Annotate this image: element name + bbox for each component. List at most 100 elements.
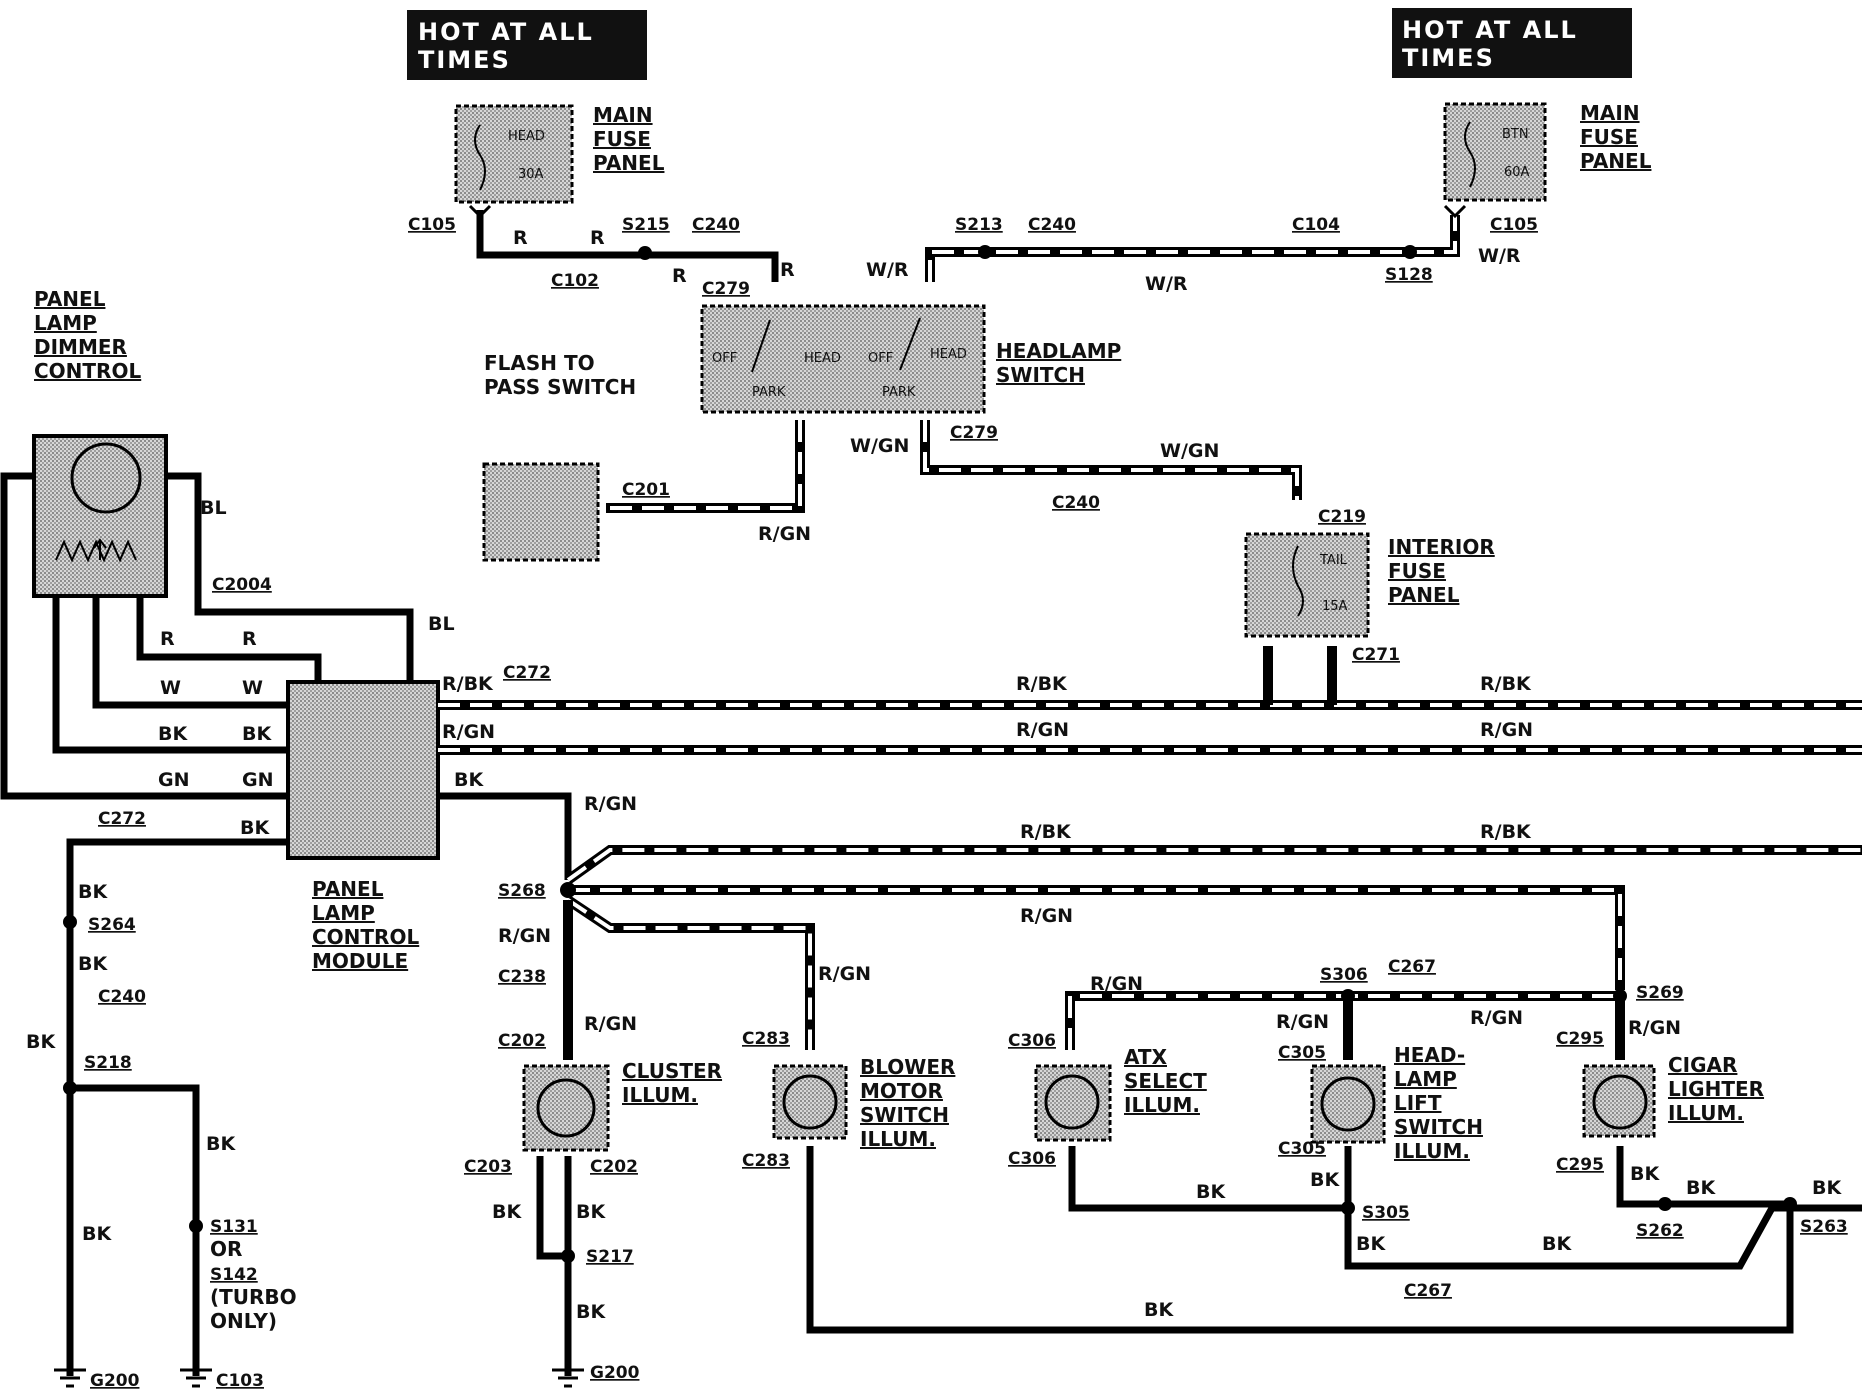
svg-text:R: R [590,227,605,249]
svg-text:BK: BK [1310,1169,1340,1191]
svg-text:BK: BK [576,1301,606,1323]
svg-text:ILLUM.: ILLUM. [860,1127,936,1151]
svg-text:BK: BK [1196,1181,1226,1203]
svg-text:C272: C272 [98,809,146,829]
svg-text:BK: BK [240,817,270,839]
svg-text:OFF: OFF [712,351,737,366]
svg-text:C305: C305 [1278,1139,1326,1159]
svg-text:PANEL: PANEL [593,151,665,175]
svg-text:DIMMER: DIMMER [34,335,127,359]
svg-text:W/GN: W/GN [1160,440,1219,462]
svg-text:C279: C279 [950,423,998,443]
svg-text:CIGAR: CIGAR [1668,1053,1737,1077]
svg-text:PARK: PARK [882,385,916,400]
svg-text:OFF: OFF [868,351,893,366]
svg-text:CONTROL: CONTROL [312,925,419,949]
svg-text:FUSE: FUSE [1580,125,1638,149]
svg-text:BK: BK [1144,1299,1174,1321]
svg-text:S142: S142 [210,1265,258,1285]
svg-text:CLUSTER: CLUSTER [622,1059,722,1083]
lower-right-branch [1065,989,1627,1060]
svg-text:SWITCH: SWITCH [996,363,1085,387]
svg-text:C305: C305 [1278,1043,1326,1063]
svg-text:MOTOR: MOTOR [860,1079,943,1103]
svg-text:(TURBO: (TURBO [210,1285,297,1309]
svg-text:R/GN: R/GN [442,721,495,743]
svg-text:TAIL: TAIL [1319,553,1348,568]
svg-text:BK: BK [1812,1177,1842,1199]
svg-text:R: R [780,259,795,281]
svg-text:BK: BK [242,723,272,745]
svg-text:SELECT: SELECT [1124,1069,1207,1093]
hot-at-all-times-right: HOT AT ALL TIMES [1392,8,1632,78]
svg-text:LAMP: LAMP [312,901,375,925]
svg-text:R: R [513,227,528,249]
panel-lamp-control-module: PANEL LAMP CONTROL MODULE [286,680,440,973]
svg-text:C283: C283 [742,1151,790,1171]
svg-text:C203: C203 [464,1157,512,1177]
svg-text:TIMES: TIMES [418,46,511,74]
svg-text:C295: C295 [1556,1029,1604,1049]
svg-text:S218: S218 [84,1053,132,1073]
svg-text:R/GN: R/GN [818,963,871,985]
svg-text:C283: C283 [742,1029,790,1049]
svg-text:W/R: W/R [1145,273,1188,295]
cigar-lighter-illum: CIGAR LIGHTER ILLUM. [1582,1053,1797,1211]
svg-text:HEAD: HEAD [508,129,545,144]
left-ground-branch [54,838,288,1388]
main-fuse-panel-left: HEAD 30A MAIN FUSE PANEL [454,103,665,204]
svg-text:HOT AT ALL: HOT AT ALL [1402,16,1578,44]
svg-text:SWITCH: SWITCH [860,1103,949,1127]
svg-text:R/GN: R/GN [1480,719,1533,741]
svg-text:C104: C104 [1292,215,1340,235]
svg-text:C238: C238 [498,967,546,987]
svg-text:HOT AT ALL: HOT AT ALL [418,18,594,46]
svg-text:BK: BK [158,723,188,745]
svg-text:C102: C102 [551,271,599,291]
svg-text:ILLUM.: ILLUM. [1124,1093,1200,1117]
svg-text:C272: C272 [503,663,551,683]
svg-text:TIMES: TIMES [1402,44,1495,72]
c105-left: C105 [408,215,456,235]
svg-text:C201: C201 [622,480,670,500]
svg-text:60A: 60A [1504,165,1530,180]
svg-text:BK: BK [1686,1177,1716,1199]
svg-text:HEAD-: HEAD- [1394,1043,1465,1067]
svg-text:MAIN: MAIN [1580,101,1640,125]
svg-text:S215: S215 [622,215,670,235]
svg-text:PASS SWITCH: PASS SWITCH [484,375,636,399]
svg-text:BK: BK [1630,1163,1660,1185]
svg-text:PANEL: PANEL [1580,149,1652,173]
svg-text:LIFT: LIFT [1394,1091,1442,1115]
svg-text:BL: BL [200,497,227,519]
svg-text:C295: C295 [1556,1155,1604,1175]
svg-text:PANEL: PANEL [312,877,384,901]
svg-text:R: R [160,628,175,650]
svg-text:C2004: C2004 [212,575,272,595]
svg-text:LAMP: LAMP [34,311,97,335]
svg-text:BK: BK [1542,1233,1572,1255]
svg-text:C103: C103 [216,1371,264,1391]
panel-lamp-dimmer-control [32,434,168,598]
svg-text:15A: 15A [1322,599,1348,614]
svg-text:R/GN: R/GN [584,793,637,815]
svg-text:S263: S263 [1800,1217,1848,1237]
svg-text:BK: BK [78,881,108,903]
svg-text:C202: C202 [590,1157,638,1177]
svg-text:W/GN: W/GN [850,435,909,457]
flash-to-pass-switch [482,462,600,562]
svg-text:R/BK: R/BK [1480,673,1532,695]
svg-text:PANEL: PANEL [1388,583,1460,607]
hot-at-all-times-left: HOT AT ALL TIMES [407,10,647,80]
svg-text:G200: G200 [90,1371,140,1391]
svg-text:R/BK: R/BK [442,673,494,695]
svg-text:HEAD: HEAD [804,351,841,366]
svg-text:S306: S306 [1320,965,1368,985]
svg-text:LIGHTER: LIGHTER [1668,1077,1764,1101]
dimmer-wiring [0,472,414,800]
svg-text:W/R: W/R [1478,245,1521,267]
svg-text:ATX: ATX [1124,1045,1168,1069]
svg-text:C240: C240 [1052,493,1100,513]
svg-text:R/BK: R/BK [1480,821,1532,843]
